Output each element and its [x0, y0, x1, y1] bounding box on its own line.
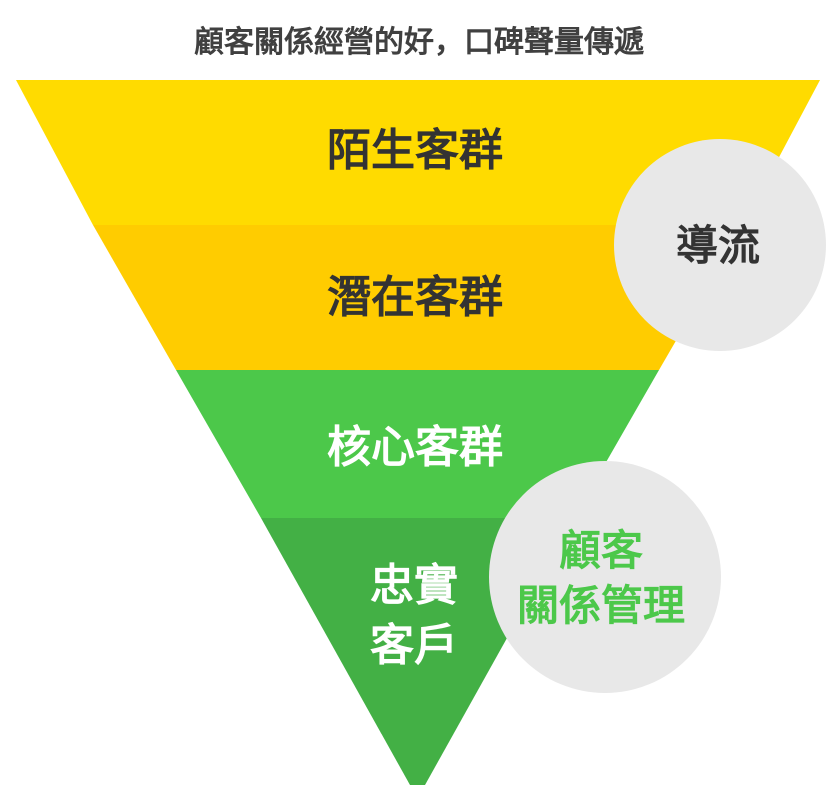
- circle-crm: [489, 461, 721, 693]
- circle-label-traffic: 導流: [676, 221, 760, 270]
- band-label-loyal-line2: 客戶: [370, 620, 458, 671]
- diagram-title: 顧客關係經營的好，口碑聲量傳遞: [194, 25, 645, 60]
- funnel-band-core: [176, 370, 659, 518]
- band-label-loyal-line1: 忠實: [370, 560, 458, 611]
- circle-label-crm-line2: 關係管理: [517, 581, 685, 630]
- band-label-strangers: 陌生客群: [327, 125, 503, 176]
- band-label-prospects: 潛在客群: [327, 272, 503, 323]
- band-label-core: 核心客群: [327, 422, 503, 473]
- funnel-band-strangers: [16, 80, 820, 225]
- circle-label-crm-line1: 顧客: [559, 526, 643, 575]
- funnel-band-prospects: [93, 225, 743, 370]
- circle-traffic: [614, 139, 826, 351]
